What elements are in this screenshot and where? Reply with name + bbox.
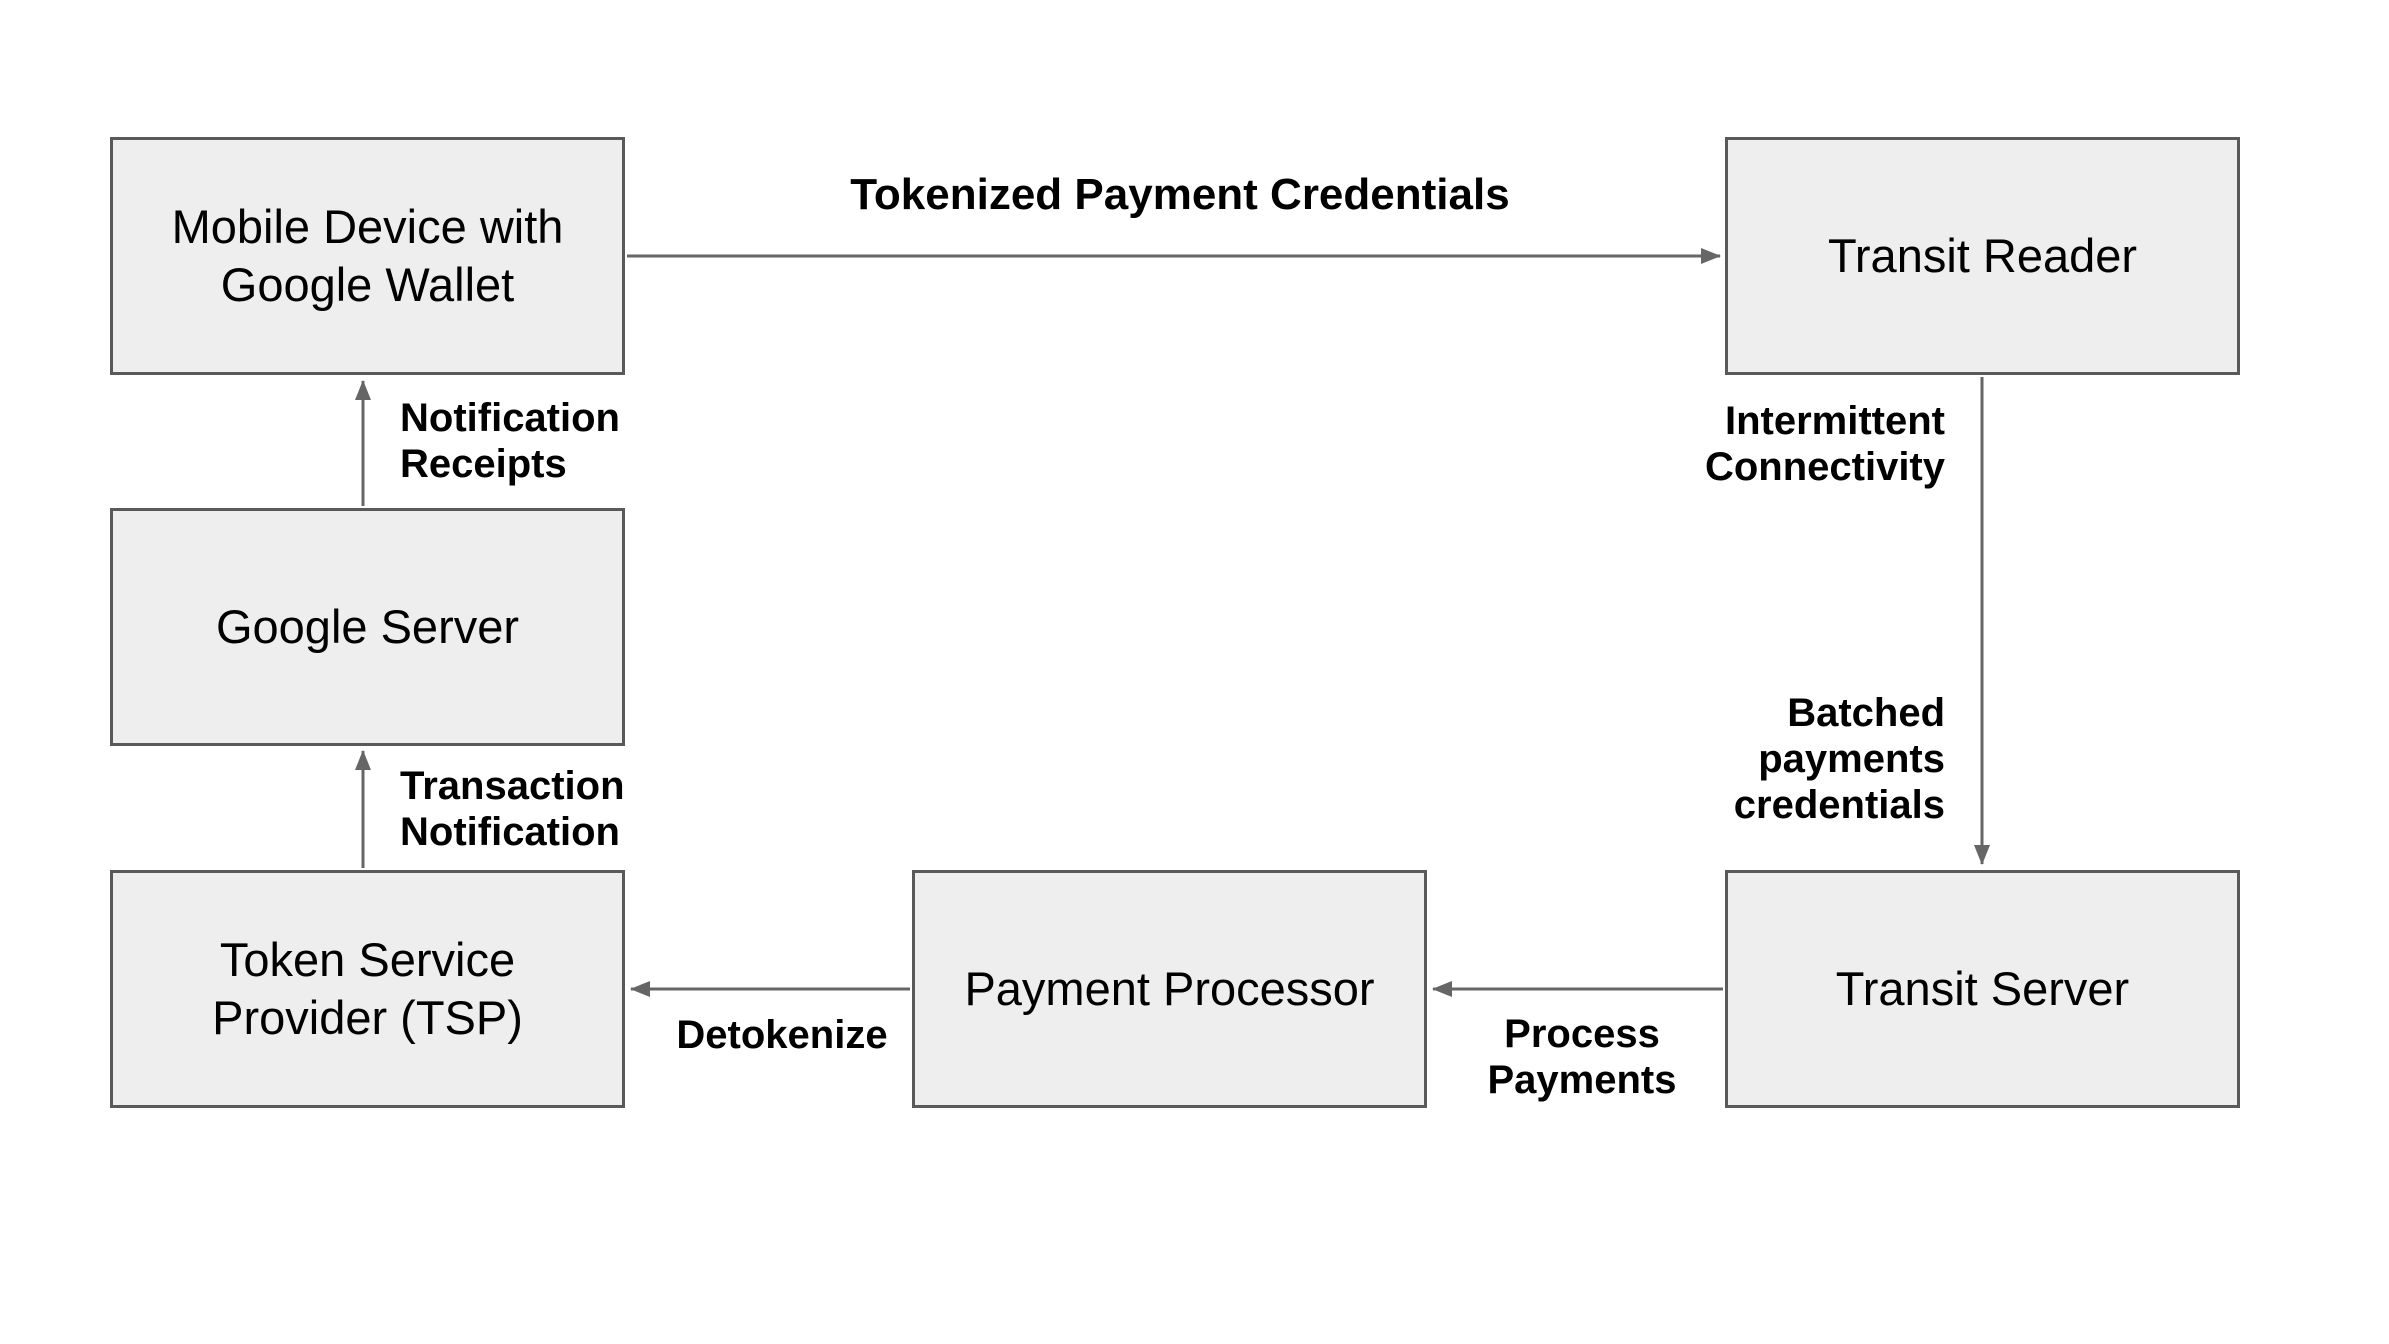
edge-label-notification-receipts: Notification Receipts <box>400 396 620 486</box>
node-token-service-provider: Token Service Provider (TSP) <box>110 870 625 1108</box>
edge-label-intermittent-connectivity: Intermittent Connectivity <box>1704 399 1945 489</box>
node-label-transit-server: Transit Server <box>1835 962 2130 1015</box>
edge-label-detokenize: Detokenize <box>676 1013 888 1057</box>
edge-label-transaction-notification: Transaction Notification <box>400 764 625 854</box>
edge-label-tokenized-payment-credentials: Tokenized Payment Credentials <box>850 170 1510 219</box>
node-label-mobile-device-google-wallet: Mobile Device with Google Wallet <box>171 200 564 311</box>
node-label-token-service-provider: Token Service Provider (TSP) <box>212 933 523 1044</box>
edge-label-process-payments: Process Payments <box>1487 1012 1677 1102</box>
node-label-payment-processor: Payment Processor <box>964 962 1375 1015</box>
node-label-transit-reader: Transit Reader <box>1827 229 2138 282</box>
node-mobile-device-google-wallet: Mobile Device with Google Wallet <box>110 137 625 375</box>
node-payment-processor: Payment Processor <box>912 870 1427 1108</box>
node-label-google-server: Google Server <box>215 600 520 653</box>
edge-label-batched-payments-credentials: Batched payments credentials <box>1733 691 1945 827</box>
node-transit-server: Transit Server <box>1725 870 2240 1108</box>
node-transit-reader: Transit Reader <box>1725 137 2240 375</box>
node-google-server: Google Server <box>110 508 625 746</box>
